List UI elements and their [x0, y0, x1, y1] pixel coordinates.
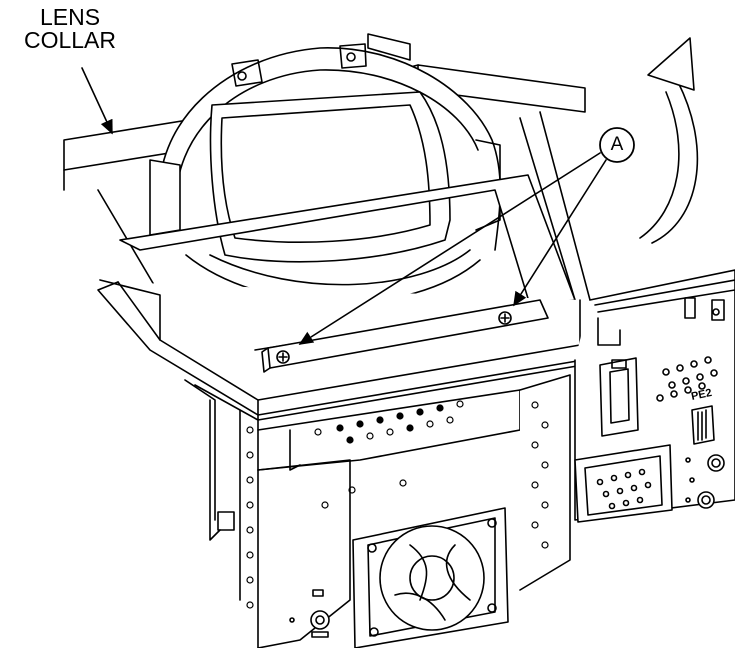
lens-collar-label-line2: COLLAR — [8, 29, 132, 52]
callout-a-label: A — [603, 135, 631, 154]
rotation-arrow — [640, 38, 697, 243]
lens-collar-label: LENS COLLAR — [8, 6, 132, 52]
cooling-fan — [353, 508, 508, 648]
bottom-connector — [290, 590, 329, 637]
lens-collar-label-line1: LENS — [8, 6, 132, 29]
lens-collar-leader — [82, 68, 112, 133]
